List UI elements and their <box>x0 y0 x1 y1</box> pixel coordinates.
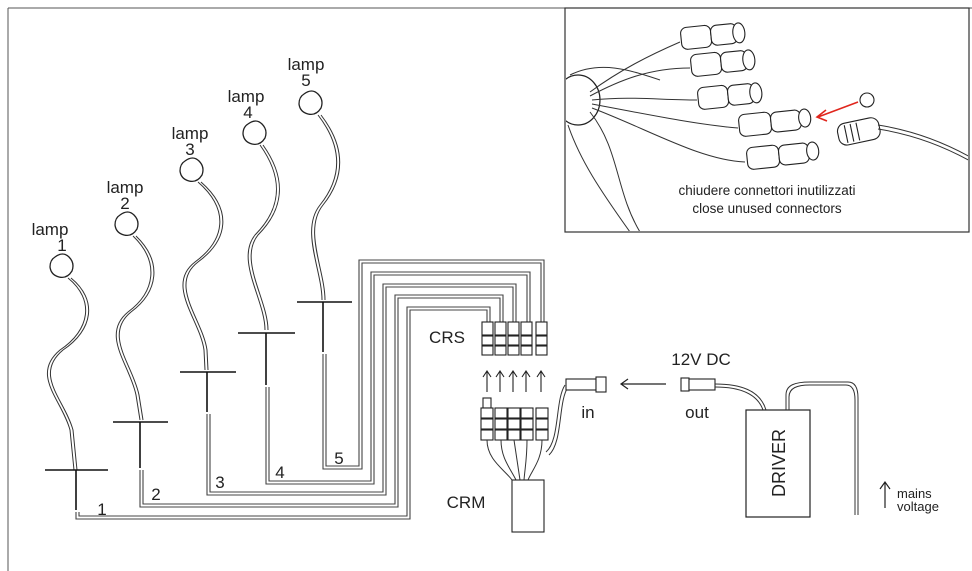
driver-label: DRIVER <box>769 429 789 497</box>
mains-label-line1: mains <box>897 486 932 501</box>
inset-cable-bundle <box>566 74 601 126</box>
lamp-3-number: 3 <box>185 140 194 159</box>
lamp-3-stem <box>182 181 221 371</box>
connect-arrow <box>619 378 666 390</box>
mains-arrow <box>879 480 891 508</box>
lamp-2-head <box>114 211 139 237</box>
lamp-5-stem <box>311 114 338 301</box>
inset-connectors <box>680 22 881 170</box>
cable-number-3: 3 <box>215 473 224 492</box>
lamp-5-number: 5 <box>301 71 310 90</box>
lamp-4: lamp 4 <box>228 87 295 385</box>
cable-2 <box>139 297 501 508</box>
mains-label-line2: voltage <box>897 499 939 514</box>
cable-1 <box>75 309 488 520</box>
lamp-2: lamp 2 <box>107 178 168 468</box>
crm-connectors <box>480 397 549 441</box>
lamp-1: lamp 1 <box>32 220 108 510</box>
lamp-4-number: 4 <box>243 103 252 122</box>
lamp-4-head <box>242 120 267 146</box>
mains-cable <box>785 381 859 515</box>
driver-output-lead <box>714 383 767 411</box>
cable-4 <box>265 274 528 485</box>
out-connector <box>680 377 716 392</box>
inset-wires <box>589 41 746 231</box>
lamp-1-number: 1 <box>57 236 66 255</box>
cable-number-2: 2 <box>151 485 160 504</box>
out-label: out <box>685 403 709 422</box>
lamp-5-label: lamp <box>288 55 325 74</box>
close-arrow <box>815 101 859 122</box>
crs-label: CRS <box>429 328 465 347</box>
cable-number-5: 5 <box>334 449 343 468</box>
crm-cable-sleeve <box>511 479 545 533</box>
inset-right-lead <box>877 124 968 157</box>
lamp-3-label: lamp <box>172 124 209 143</box>
lamp-3-head <box>179 157 204 183</box>
driver-box <box>745 409 811 518</box>
inset-panel: chiudere connettori inutilizzati close u… <box>564 7 970 233</box>
crs-connectors <box>481 321 548 356</box>
in-label: in <box>581 403 594 422</box>
cables <box>75 259 545 520</box>
lamp-2-label: lamp <box>107 178 144 197</box>
crm-input-lead <box>545 384 566 453</box>
lamp-1-label: lamp <box>32 220 69 239</box>
cable-number-4: 4 <box>275 463 284 482</box>
lamp-1-head <box>49 253 74 279</box>
inset-caption-english: close unused connectors <box>692 201 842 216</box>
lamp-3: lamp 3 <box>172 124 236 412</box>
cable-3 <box>206 286 514 496</box>
lamp-4-label: lamp <box>228 87 265 106</box>
inset-caption-italian: chiudere connettori inutilizzati <box>678 183 855 198</box>
voltage-label: 12V DC <box>671 350 731 369</box>
crm-label: CRM <box>447 493 486 512</box>
cable-5 <box>322 262 542 470</box>
in-connector <box>565 376 607 393</box>
crm-wires <box>486 439 543 481</box>
lamp-4-stem <box>247 144 277 331</box>
cable-number-labels: 1 2 3 4 5 <box>97 449 343 519</box>
cable-number-1: 1 <box>97 500 106 519</box>
lamp-2-number: 2 <box>120 194 129 213</box>
lamp-5: lamp 5 <box>288 55 352 352</box>
up-arrows <box>482 370 546 392</box>
lamp-2-stem <box>115 235 152 421</box>
lamp-5-head <box>298 90 323 116</box>
lamp-1-stem <box>47 277 87 471</box>
